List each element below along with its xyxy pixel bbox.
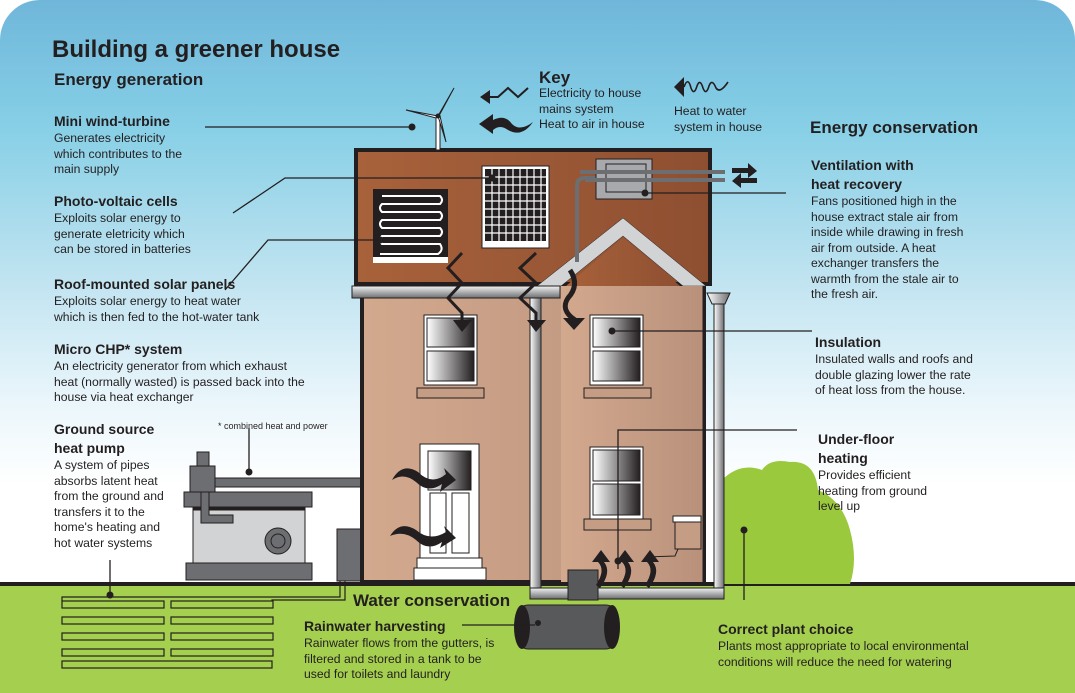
label-line: Exploits solar energy to heat water <box>54 294 241 308</box>
electricity-arrows <box>445 251 539 322</box>
label-heading: heat pump <box>54 440 125 456</box>
wind-turbine <box>405 87 455 151</box>
label-line: absorbs latent heat <box>54 473 158 488</box>
label-line: Exploits solar energy to <box>54 211 181 225</box>
label-heading: Insulation <box>815 334 882 350</box>
label-solar-panels: Roof-mounted solar panels Exploits solar… <box>54 275 259 325</box>
label-line: the fresh air. <box>811 287 879 301</box>
label-rainwater: Rainwater harvesting Rainwater flows fro… <box>304 617 494 683</box>
label-line: Fans positioned high in the <box>811 194 957 208</box>
label-line: Provides efficient <box>818 468 911 482</box>
label-line: generate eletricity which <box>54 226 185 241</box>
label-line: house extract stale air from <box>811 209 958 224</box>
label-plant-choice: Correct plant choice Plants most appropr… <box>718 620 969 670</box>
label-line: An electricity generator from which exha… <box>54 359 288 373</box>
heat-to-air-arrows <box>390 468 456 548</box>
label-heading: Photo-voltaic cells <box>54 193 178 209</box>
label-line: home's heating and <box>54 520 160 534</box>
label-heading: Rainwater harvesting <box>304 618 446 634</box>
label-heading: Ground source <box>54 421 155 437</box>
ground-loop-pipes <box>61 575 346 669</box>
heat-to-water-arrow <box>562 268 577 323</box>
page-title: Building a greener house <box>52 36 341 63</box>
key-line: Heat to water <box>674 104 747 118</box>
leader-dots <box>106 123 748 599</box>
leader-lines <box>109 126 812 626</box>
label-line: double glazing lower the rate <box>815 367 971 382</box>
label-line: A system of pipes <box>54 458 150 472</box>
key-line: system in house <box>674 119 763 134</box>
label-line: which contributes to the <box>54 146 183 161</box>
downpipe <box>713 303 725 590</box>
label-line: air from outside. A heat <box>811 240 936 255</box>
heat-pump-unit <box>183 451 381 581</box>
label-photovoltaic: Photo-voltaic cells Exploits solar energ… <box>54 192 191 258</box>
downpipe <box>529 297 542 589</box>
label-micro-chp: Micro CHP* system An electricity generat… <box>54 340 305 406</box>
label-heading: Roof-mounted solar panels <box>54 276 236 292</box>
section-energy-conservation: Energy conservation <box>810 118 979 137</box>
zigzag-arrow-icon <box>480 86 529 104</box>
solar-thermal-panel <box>373 189 448 263</box>
label-line: Rainwater flows from the gutters, is <box>304 636 495 650</box>
gutter <box>351 285 561 299</box>
label-line: Plants most appropriate to local environ… <box>718 639 969 653</box>
vent-arrow-in-icon <box>732 173 757 188</box>
label-line: heating from ground <box>818 483 928 498</box>
label-line: hot water systems <box>54 535 153 550</box>
vent-arrow-out-icon <box>732 163 757 178</box>
label-line: inside while drawing in fresh <box>811 225 964 239</box>
label-line: filtered and stored in a tank to be <box>304 651 482 666</box>
label-wind-turbine: Mini wind-turbine Generates electricity … <box>54 112 182 178</box>
label-line: which is then fed to the hot-water tank <box>54 309 260 324</box>
label-line: can be stored in batteries <box>54 242 191 256</box>
section-energy-generation: Energy generation <box>54 70 204 89</box>
label-ventilation: Ventilation with heat recovery Fans posi… <box>811 156 963 303</box>
window <box>583 314 652 399</box>
label-line: of heat loss from the house. <box>815 383 966 397</box>
underground-pipe <box>529 587 725 600</box>
window <box>583 446 652 531</box>
downpipe-hopper <box>706 292 731 305</box>
label-line: exchanger transfers the <box>811 256 940 270</box>
label-heading: Ventilation with <box>811 157 914 173</box>
key-item-electricity: Electricity to house mains system Heat t… <box>539 86 645 133</box>
key-title: Key <box>539 68 571 87</box>
label-line: from the ground and <box>54 489 164 503</box>
footnote: * combined heat and power <box>218 421 328 431</box>
label-line: warmth from the stale air to <box>811 271 959 286</box>
label-heading: heating <box>818 450 868 466</box>
bush <box>722 461 854 584</box>
label-line: Generates electricity <box>54 131 166 145</box>
label-line: used for toilets and laundry <box>304 667 451 681</box>
label-insulation: Insulation Insulated walls and roofs and… <box>815 333 973 399</box>
key-item-heat-water: Heat to water system in house <box>674 104 762 135</box>
label-line: level up <box>818 499 861 513</box>
label-heading: Micro CHP* system <box>54 341 183 357</box>
label-heading: Correct plant choice <box>718 621 854 637</box>
wavy-arrow-icon <box>479 114 533 134</box>
squiggle-arrow-icon <box>674 77 729 97</box>
label-line: transfers it to the <box>54 504 145 519</box>
label-heading: Under-floor <box>818 431 895 447</box>
label-heading: heat recovery <box>811 176 903 192</box>
label-underfloor: Under-floor heating Provides efficient h… <box>818 430 927 515</box>
label-line: main supply <box>54 162 120 176</box>
window <box>416 314 485 399</box>
label-ground-source: Ground source heat pump A system of pipe… <box>54 420 164 551</box>
label-line: heat (normally wasted) is passed back in… <box>54 374 305 389</box>
label-line: Insulated walls and roofs and <box>815 352 973 366</box>
section-water-conservation: Water conservation <box>353 591 511 610</box>
rainwater-tank <box>514 569 620 650</box>
key-item-heat-air: Heat to air in house <box>539 117 645 131</box>
label-heading: Mini wind-turbine <box>54 113 170 129</box>
label-line: house via heat exchanger <box>54 390 194 404</box>
front-door <box>413 443 487 581</box>
key-line: mains system <box>539 101 614 116</box>
label-line: conditions will reduce the need for wate… <box>718 654 952 669</box>
key-line: Electricity to house <box>539 86 642 100</box>
